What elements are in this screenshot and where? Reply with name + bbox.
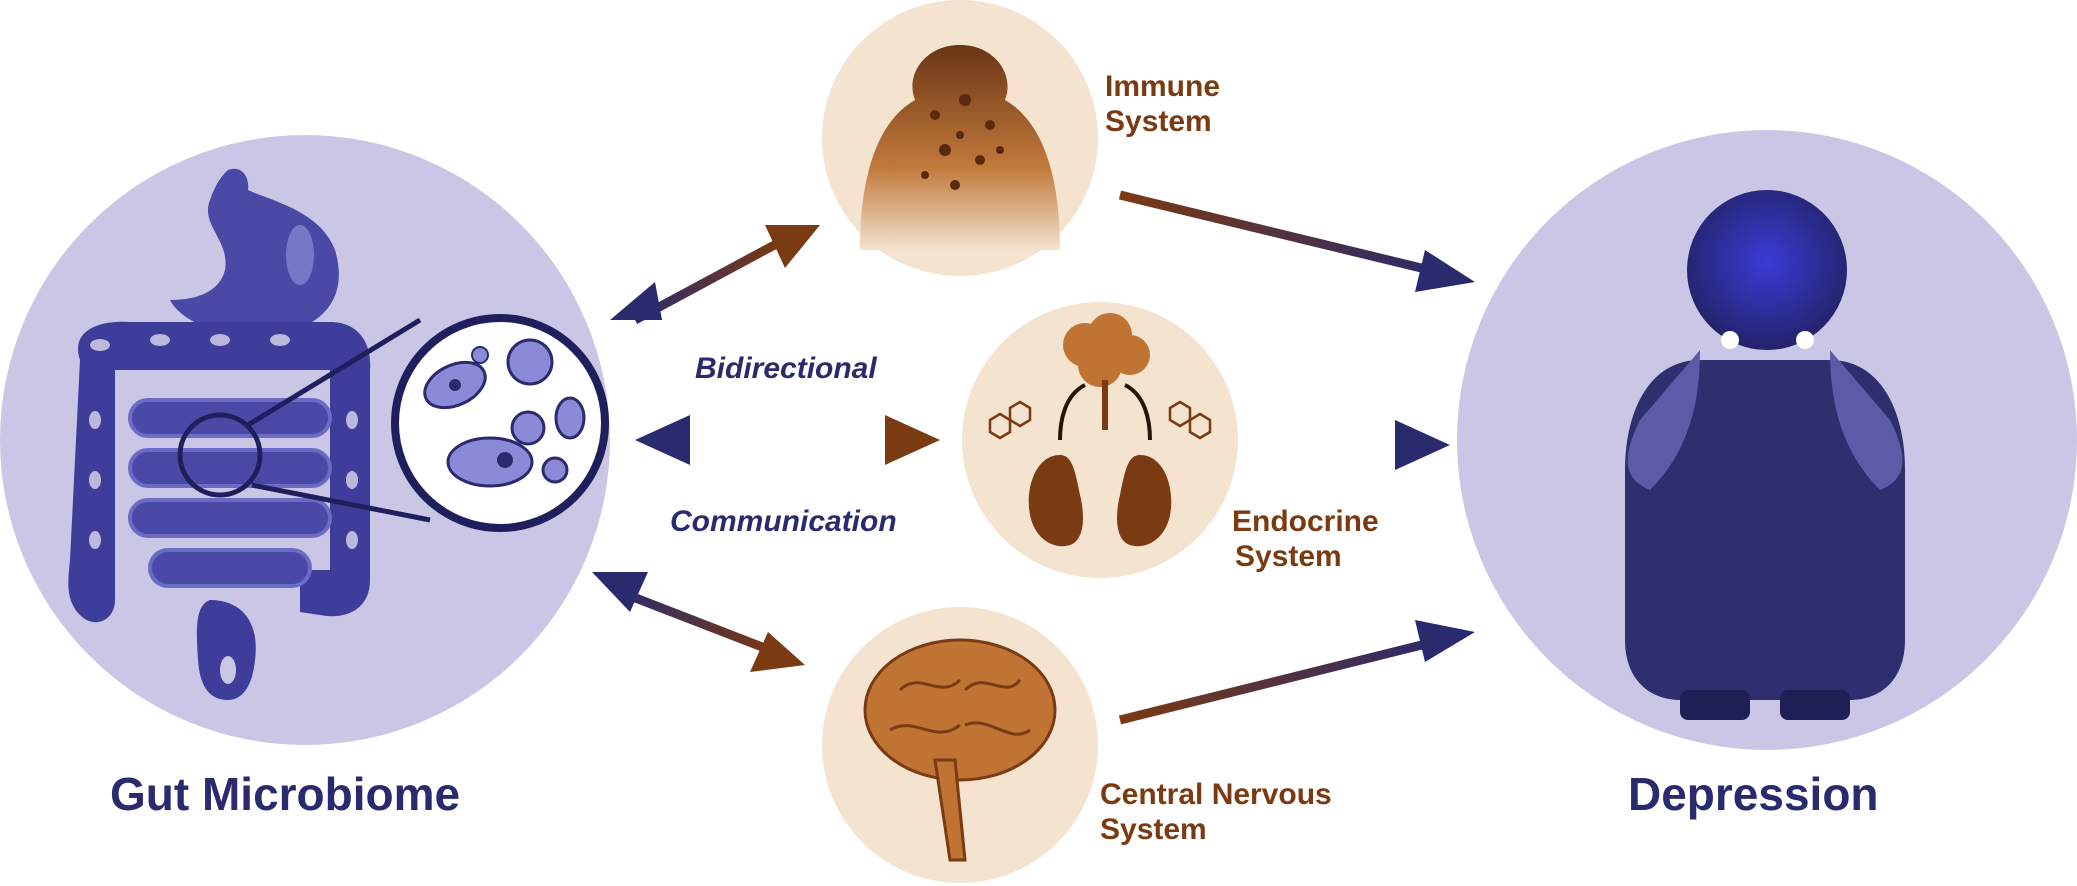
- arrow-gut-immune: [610, 225, 820, 324]
- head-icon: [1687, 190, 1847, 350]
- arrow-cns-depression: [1118, 620, 1475, 725]
- immune-label-line1: Immune: [1105, 70, 1221, 103]
- cns-label: Central Nervous System: [1100, 778, 1332, 847]
- endocrine-label-line1: Endocrine: [1232, 505, 1379, 538]
- cns-panel: [822, 607, 1098, 883]
- bidirectional-label: Bidirectional: [695, 352, 877, 385]
- depression-label: Depression: [1628, 768, 1879, 820]
- hypothalamus-icon: [1063, 313, 1150, 387]
- arrow-gut-cns: [592, 572, 805, 672]
- cns-label-line2: System: [1100, 812, 1207, 846]
- immune-system-panel: [822, 0, 1098, 276]
- communication-label: Communication: [670, 505, 897, 538]
- endocrine-system-label: Endocrine System: [1232, 505, 1379, 574]
- arrows: [592, 190, 1475, 725]
- immune-label-line2: System: [1105, 104, 1212, 138]
- arrow-endocrine-depression: [1255, 420, 1450, 470]
- gut-background-circle: [0, 135, 610, 745]
- hormone-molecule-icon: [988, 400, 1212, 440]
- immune-system-label: Immune System: [1105, 70, 1220, 139]
- digestive-system-icon: [68, 168, 371, 700]
- arrow-gut-endocrine: [635, 415, 940, 465]
- gut-microbiome-panel: [0, 135, 610, 745]
- stomach-icon: [170, 168, 339, 336]
- gut-microbiome-label: Gut Microbiome: [110, 768, 461, 820]
- adrenal-glands-icon: [1028, 455, 1172, 547]
- large-intestine-icon: [68, 321, 371, 623]
- bacteria-icon: [423, 338, 586, 488]
- depression-panel: [1457, 130, 2077, 750]
- magnifier-icon: [177, 314, 609, 532]
- body-shape: [1625, 360, 1905, 700]
- endocrine-system-panel: [962, 302, 1238, 578]
- sad-person-icon: [1625, 190, 1905, 720]
- arrow-immune-depression: [1118, 190, 1475, 292]
- endocrine-label-line2: System: [1235, 539, 1342, 573]
- cns-label-line1: Central Nervous: [1100, 778, 1332, 811]
- brain-icon: [863, 638, 1057, 862]
- immune-cells-icon: [860, 45, 1060, 250]
